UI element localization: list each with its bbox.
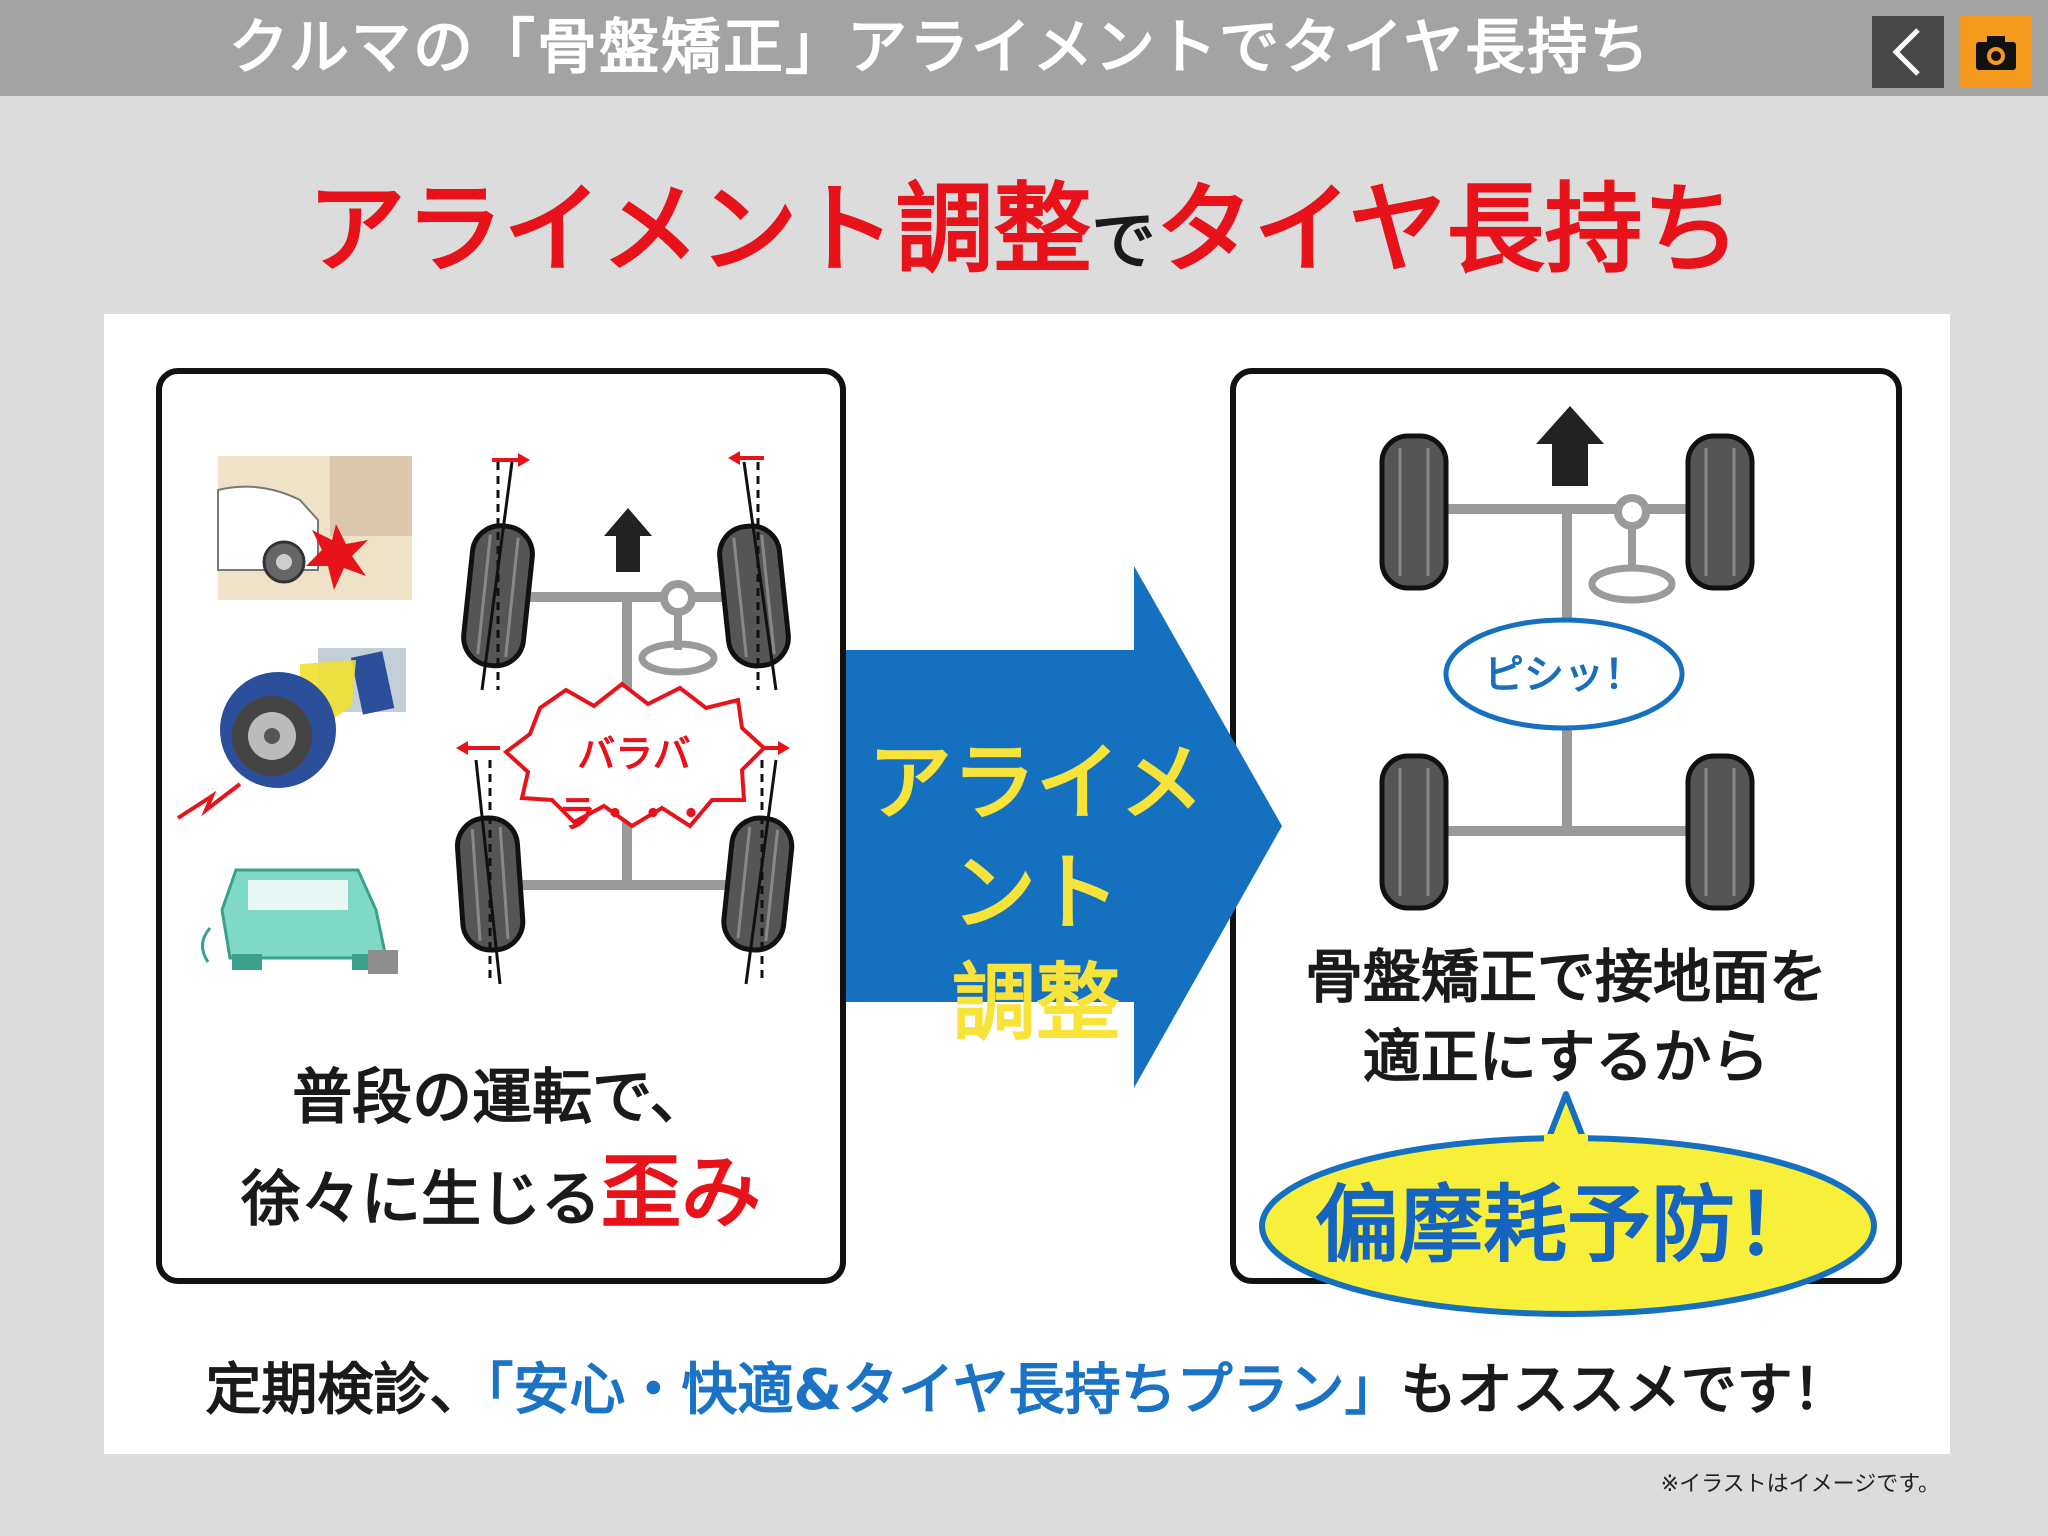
curb-hit-illustration (217, 456, 412, 600)
bottom-suffix: もオススメです！ (1400, 1358, 1849, 1423)
top-bar (0, 0, 2048, 96)
arrow-label-line2: 調整 (951, 954, 1120, 1052)
process-arrow (846, 566, 1282, 1088)
left-caption-line1: 普段の運転で、 (292, 1063, 710, 1133)
bottom-prefix: 定期検診、 (205, 1358, 486, 1423)
headline-part2: で (1091, 205, 1156, 279)
misaligned-chassis (454, 451, 795, 985)
headline-part1: アライメント調整 (307, 173, 1092, 287)
right-caption-line2: 適正にするから (1362, 1023, 1770, 1091)
curb-climb-car-illustration (201, 868, 398, 974)
camera-button[interactable] (1960, 16, 2032, 88)
chevron-left-icon (1892, 28, 1920, 76)
left-caption-line2: 徐々に生じる歪み (156, 1148, 846, 1245)
arrow-label: アライメント 調整 (836, 728, 1236, 1058)
callout-bubble (1259, 1091, 1877, 1317)
page-title: クルマの「骨盤矯正」アライメントでタイヤ長持ち (228, 13, 1652, 83)
tire-closeup-illustration (176, 648, 406, 820)
pishi-label: ピシッ！ (1484, 652, 1644, 698)
bottom-message: 定期検診、「安心・快適&タイヤ長持ちプラン」もオススメです！ (104, 1346, 1950, 1436)
headline-part3: タイヤ長持ち (1155, 173, 1741, 287)
burst-label: バラバラ・・・ (557, 732, 710, 836)
arrow-label-line1: アライメント (867, 734, 1204, 942)
callout-label: 偏摩耗予防！ (1314, 1176, 1819, 1274)
camera-icon (1976, 36, 2016, 70)
headline: アライメント調整でタイヤ長持ち (0, 150, 2048, 287)
left-caption-text: 徐々に生じる (241, 1165, 601, 1235)
back-button[interactable] (1872, 16, 1944, 88)
burst-shape (502, 681, 767, 829)
right-caption-line1: 骨盤矯正で接地面を (1304, 943, 1827, 1011)
footnote: ※イラストはイメージです。 (1660, 1472, 1940, 1497)
left-caption-emphasis: 歪み (601, 1146, 761, 1239)
pishi-bubble (1443, 617, 1685, 731)
plan-name: 「安心・快適&タイヤ長持ちプラン」 (485, 1358, 1401, 1423)
